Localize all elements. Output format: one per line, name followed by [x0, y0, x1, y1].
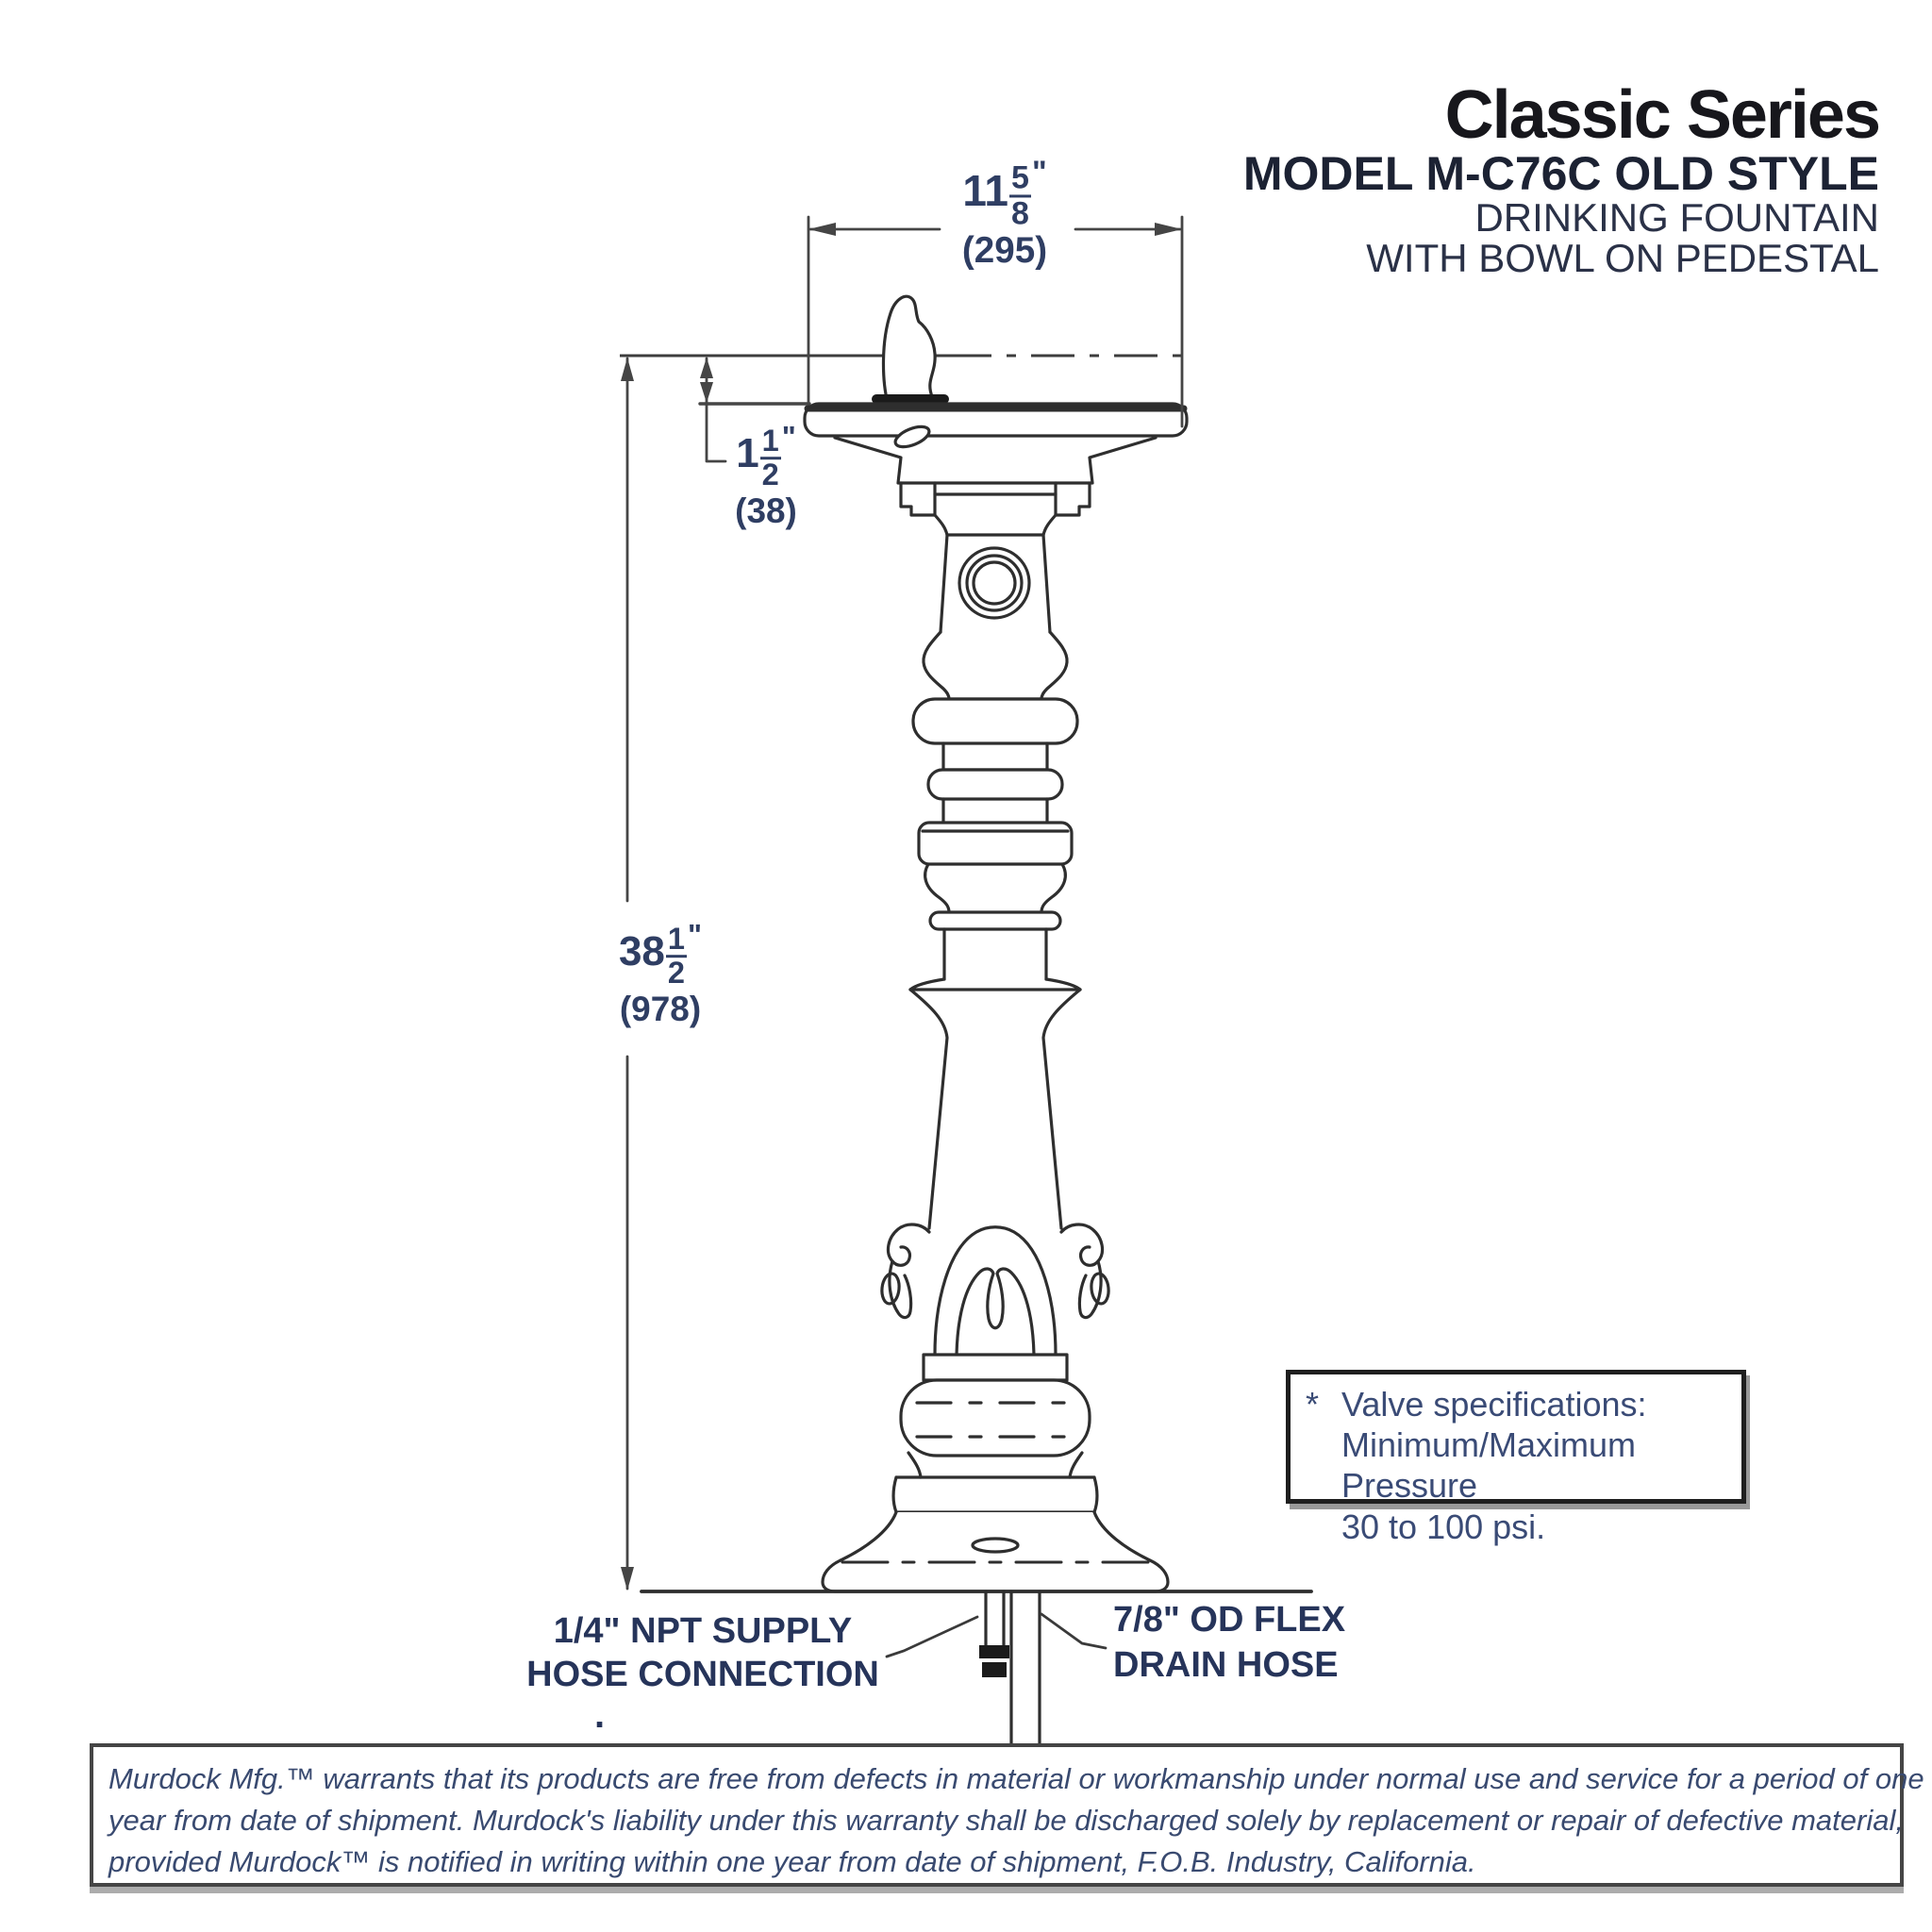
inch-mark: ": [781, 419, 796, 454]
torus-ring-2: [926, 768, 1064, 801]
subtitle-line-2: WITH BOWL ON PEDESTAL: [1366, 235, 1879, 280]
asterisk-mark: *: [1306, 1385, 1320, 1424]
rim-offset-arrow-up: [700, 358, 713, 378]
collar-sides: [942, 927, 1048, 981]
fountain-outline: [803, 294, 1189, 1593]
dimension-lines: [621, 215, 1184, 1591]
shroud-tab-left: [899, 481, 937, 517]
capital-left: [933, 513, 949, 537]
leaf-crown: [880, 1223, 1110, 1357]
base-torus: [899, 1378, 1091, 1457]
supply-fitting-top: [979, 1645, 1009, 1658]
push-button-inner: [972, 560, 1017, 606]
sneck-left: [924, 862, 951, 914]
supply-callout-line-2: HOSE CONNECTION: [526, 1655, 879, 1695]
neck-right: [1041, 533, 1052, 634]
swell-right: [1040, 630, 1069, 701]
drain-callout-line-2: DRAIN HOSE: [1113, 1644, 1339, 1685]
series-title: Classic Series: [1444, 77, 1881, 153]
drain-callout-line-1: 7/8" OD FLEX: [1113, 1600, 1346, 1640]
thin-ring: [928, 910, 1062, 931]
shroud-tab-right: [1054, 481, 1091, 517]
dim-rim-offset-whole: 1: [736, 429, 759, 476]
supply-hose-callout: 1/4" NPT SUPPLY HOSE CONNECTION: [500, 1609, 906, 1697]
dim-bowl-width-whole: 11: [962, 166, 1008, 216]
capital-right: [1041, 513, 1058, 537]
model-title: MODEL M-C76C OLD STYLE: [1242, 147, 1879, 200]
height-arrow-down: [621, 1567, 634, 1591]
drain-leader-line: [1040, 1612, 1108, 1650]
sneck-right: [1040, 862, 1067, 914]
push-button-mid-ring: [965, 554, 1024, 612]
title-block: Classic Series MODEL M-C76C OLD STYLE DR…: [1242, 77, 1881, 280]
valve-spec-box: * Valve specifications: Minimum/Maximum …: [1286, 1370, 1746, 1546]
supply-callout-line-1: 1/4" NPT SUPPLY: [553, 1611, 853, 1651]
torus-ring-1: [911, 697, 1079, 745]
height-arrow-up: [621, 358, 634, 381]
base-slot: [971, 1537, 1020, 1554]
disc-collar: [917, 821, 1074, 866]
width-arrow-left: [808, 223, 836, 236]
valve-spec-text: * Valve specifications: Minimum/Maximum …: [1291, 1374, 1741, 1555]
dim-rim-offset-mm: (38): [735, 491, 797, 531]
warranty-line-2: year from date of shipment. Murdock's li…: [108, 1804, 1904, 1838]
drain-hose: [1009, 1590, 1041, 1755]
dim-bowl-width-mm: (295): [961, 230, 1048, 272]
swell-left: [922, 630, 951, 701]
flare-lip: [908, 977, 1082, 991]
lower-collar: [922, 1353, 1069, 1382]
push-button-outer-ring: [958, 546, 1031, 620]
bubbler-outline: [881, 294, 937, 405]
bowl-underside: [833, 436, 1158, 485]
band-2: [941, 797, 1049, 824]
band-1: [941, 741, 1049, 772]
shaft-left: [908, 988, 949, 1230]
warranty-box: Murdock Mfg.™ warrants that its products…: [90, 1743, 1924, 1887]
valve-spec-line-2: Minimum/Maximum Pressure: [1341, 1425, 1637, 1506]
base-neck-left: [907, 1451, 923, 1479]
base-neck-right: [1068, 1451, 1084, 1479]
bowl-drain-slot: [893, 425, 931, 449]
supply-leader-line: [885, 1615, 979, 1658]
shaft-right: [1041, 988, 1082, 1230]
neck-left: [939, 533, 949, 634]
base-band: [891, 1475, 1099, 1514]
inch-mark: ": [1031, 155, 1047, 191]
subtitle-line-1: DRINKING FOUNTAIN: [1474, 195, 1879, 240]
supply-fitting-bottom: [982, 1662, 1007, 1677]
ground-and-hoses: [640, 1590, 1313, 1755]
width-arrow-right: [1155, 223, 1182, 236]
valve-spec-line-3: 30 to 100 psi.: [1341, 1507, 1546, 1546]
supply-footnote-mark: .: [594, 1694, 606, 1736]
warranty-line-3: provided Murdock™ is notified in writing…: [108, 1845, 1476, 1879]
drain-hose-callout: 7/8" OD FLEX DRAIN HOSE: [1113, 1598, 1415, 1689]
rim-offset-arrow-down: [700, 382, 713, 403]
supply-hose: [984, 1590, 1006, 1647]
valve-spec-line-1: Valve specifications:: [1341, 1385, 1647, 1424]
dim-height-mm: (978): [619, 990, 702, 1029]
dim-height-whole: 38: [618, 927, 665, 974]
inch-mark: ": [688, 917, 703, 952]
warranty-line-1: Murdock Mfg.™ warrants that its products…: [108, 1762, 1924, 1795]
